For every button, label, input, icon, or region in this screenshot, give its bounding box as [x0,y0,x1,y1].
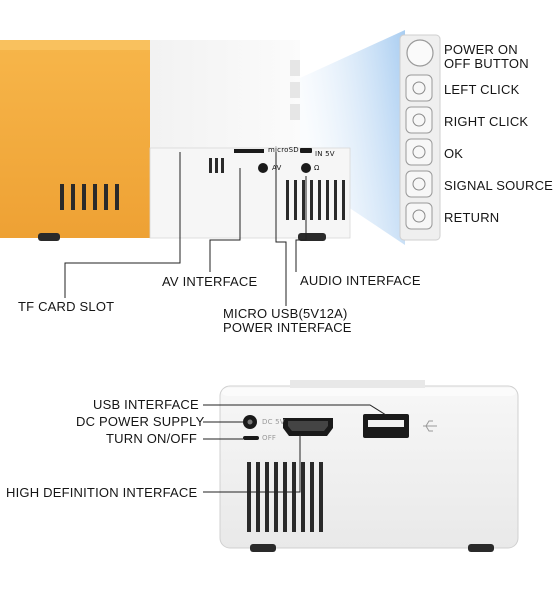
left-click-button [405,74,433,102]
label-signal-source: SIGNAL SOURCE [444,178,554,193]
av-port [258,163,268,173]
ok-button [405,138,433,166]
right-click-button [405,106,433,134]
audio-port [301,163,311,173]
rear-foot-left [250,544,276,552]
orange-housing [0,40,152,238]
rear-foot-right [468,544,494,552]
microsd-slot [234,149,264,153]
print-av: AV [272,164,282,172]
label-hdmi-interface: HIGH DEFINITION INTERFACE [6,485,198,500]
print-in: IN 5V [315,150,335,158]
print-dc: DC 5V [262,418,285,426]
return-button [405,202,433,230]
foot-left [38,233,60,241]
label-micro-usb: MICRO USB(5V12A) [223,306,348,321]
orange-vents [60,184,119,210]
label-audio-interface: AUDIO INTERFACE [300,273,421,288]
small-vents [209,158,224,173]
label-right-click: RIGHT CLICK [444,114,529,129]
power-button [406,39,434,67]
label-ok: OK [444,146,464,161]
side-vents [286,180,345,220]
projector-top-view [0,40,351,241]
bottom-leader-lines [203,404,387,493]
label-off-button: OFF BUTTON [444,56,529,71]
print-off: OFF [262,434,277,442]
label-av-interface: AV INTERFACE [162,274,258,289]
rear-vents [247,462,323,532]
label-left-click: LEFT CLICK [444,82,520,97]
print-audio: Ω [314,164,320,172]
print-microsd: microSD [268,146,299,154]
button-panel [399,34,441,241]
label-tf-card-slot: TF CARD SLOT [18,299,115,314]
rear-housing [219,385,519,549]
label-turn-on-off: TURN ON/OFF [106,431,198,446]
label-power-interface: POWER INTERFACE [223,320,352,335]
projector-rear-view [219,380,519,552]
foot-right [298,233,326,241]
label-usb-interface: USB INTERFACE [93,397,199,412]
power-switch [243,436,259,440]
signal-source-button [405,170,433,198]
label-return: RETURN [444,210,500,225]
port-face [149,147,351,239]
label-power-on: POWER ON [444,42,518,57]
micro-usb-port [300,148,312,153]
label-dc-power-supply: DC POWER SUPPLY [76,414,205,429]
top-leader-lines [64,152,307,306]
